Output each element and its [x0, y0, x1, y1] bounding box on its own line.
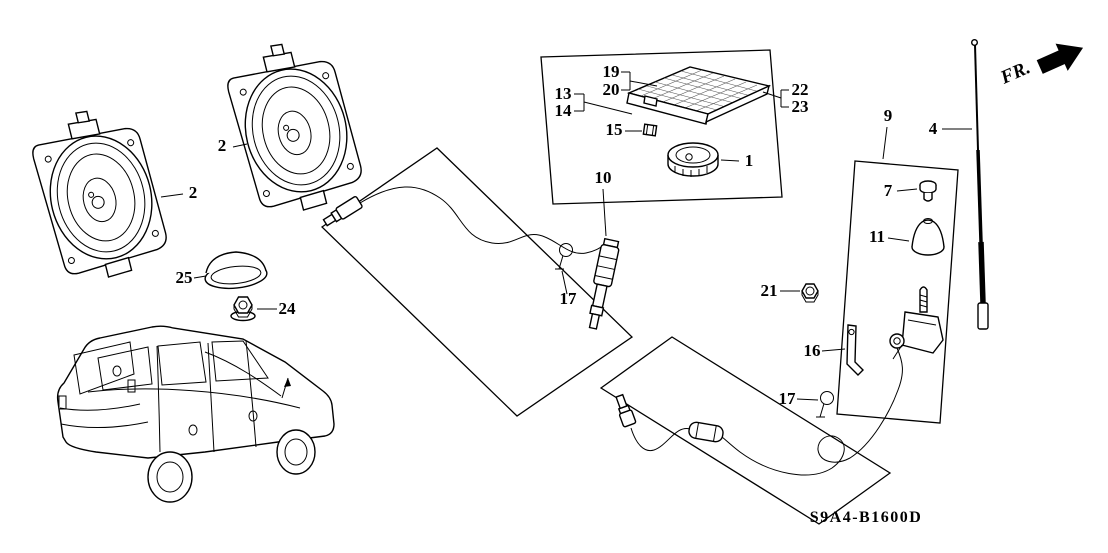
part-label-10: 10 [595, 168, 612, 187]
fr-direction-label: FR. [997, 57, 1034, 89]
part-label-16: 16 [804, 341, 821, 360]
part-label-17-lower: 17 [779, 389, 797, 408]
leader-sub-cord-10 [602, 188, 607, 237]
clip-15-part [642, 123, 658, 137]
speaker-assembly-lower [24, 98, 174, 289]
speaker-position-mark [188, 424, 198, 436]
feeder-cable-tail [630, 427, 691, 452]
rear-door-glass [157, 341, 207, 386]
antenna-garnish-lid [626, 66, 772, 125]
antenna-sub-cord-cable [359, 186, 607, 254]
antenna-sub-cord-box [320, 147, 634, 417]
part-label-9: 9 [884, 106, 893, 125]
leader-22-23-bracket [762, 89, 789, 108]
part-label-13: 13 [555, 84, 572, 103]
antenna-base-grommet-part [911, 218, 945, 256]
part-label-19: 19 [603, 62, 620, 81]
part-label-11: 11 [869, 227, 885, 246]
leader-cover-25 [193, 275, 207, 279]
part-label-4: 4 [929, 119, 938, 138]
part-label-24: 24 [279, 299, 297, 318]
rear-window [73, 341, 135, 395]
radio-antenna-garnish-box [540, 49, 783, 205]
feeder-plug [615, 393, 637, 428]
part-label-22: 22 [792, 80, 809, 99]
leader-grommet-11 [887, 237, 910, 242]
leader-clamp-17-lower [796, 398, 819, 401]
part-label-7: 7 [884, 181, 893, 200]
part-label-speaker-lower: 2 [189, 183, 198, 202]
fr-direction-arrow: FR. [997, 43, 1084, 89]
part-label-23: 23 [792, 97, 809, 116]
leader-speaker-upper [232, 143, 248, 148]
drawing-code: S9A4-B1600D [810, 509, 923, 526]
speaker-position-mark [248, 410, 258, 422]
antenna-mast-part [971, 39, 989, 330]
feeder-inline-connector [688, 421, 724, 443]
antenna-base-unit-part [667, 142, 719, 177]
sub-cord-connector [588, 237, 620, 330]
hex-nut-21-part [801, 283, 819, 303]
wheel-rear [147, 451, 193, 503]
wheel-front [276, 429, 316, 475]
antenna-assembly-box [836, 160, 959, 424]
part-label-speaker-upper: 2 [218, 136, 227, 155]
antenna-bracket-16-part [846, 324, 864, 376]
speaker-position-mark [112, 365, 122, 377]
part-label-21: 21 [761, 281, 778, 300]
special-screw-part [919, 180, 937, 202]
part-label-17-upper: 17 [560, 289, 578, 308]
front-door-glass [211, 340, 269, 382]
routing-line [204, 351, 282, 397]
quarter-glass [97, 346, 153, 391]
leader-screw-7 [896, 188, 918, 192]
sub-cord-left-plug [322, 196, 363, 227]
leader-13-14-bracket [574, 93, 633, 115]
leader-19-20-bracket [621, 71, 658, 91]
speaker-assembly-upper [219, 31, 369, 222]
antenna-base-assembly-part [889, 286, 944, 360]
garnish-clip-slot [643, 95, 658, 107]
vehicle-outline [56, 325, 335, 503]
leader-clamp-17-upper [561, 270, 568, 295]
leader-assembly-9 [882, 126, 888, 160]
leader-speaker-lower [160, 193, 184, 198]
garnish-grid-texture [637, 69, 761, 112]
part-label-1: 1 [745, 151, 754, 170]
cord-clamp-17-lower [815, 391, 834, 418]
part-label-20: 20 [603, 80, 620, 99]
antenna-location-arrowhead [284, 378, 291, 387]
part-label-25: 25 [176, 268, 193, 287]
taillight-left [58, 395, 67, 410]
roof-cover-25-part [204, 251, 268, 290]
leader-bracket-16 [821, 348, 846, 352]
mount-nut-24-part [230, 296, 256, 322]
part-label-15: 15 [606, 120, 623, 139]
main-feeder-cable [721, 347, 903, 476]
leader-base-1 [720, 159, 740, 162]
part-label-14: 14 [555, 101, 573, 120]
feeder-cable-box [599, 336, 903, 525]
